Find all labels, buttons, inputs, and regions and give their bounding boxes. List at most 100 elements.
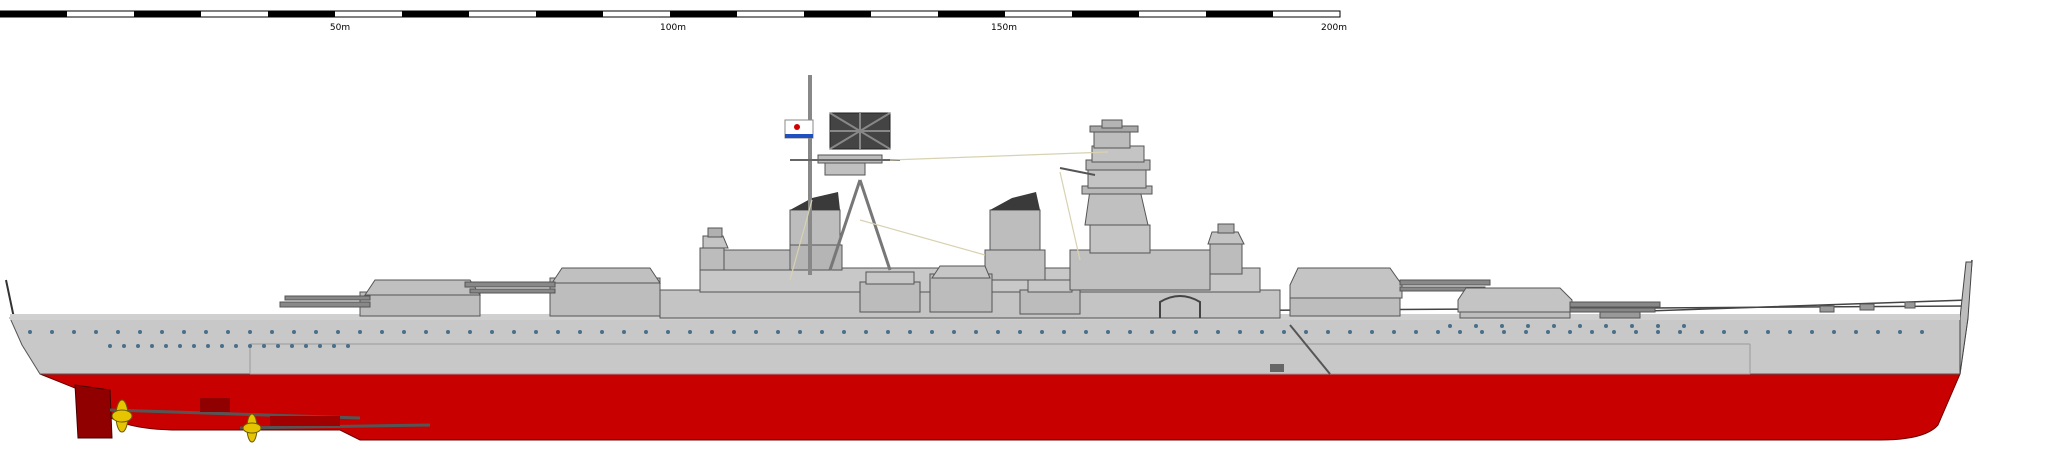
porthole	[248, 344, 252, 348]
porthole	[1326, 330, 1330, 334]
porthole	[1414, 330, 1418, 334]
porthole	[1370, 330, 1374, 334]
scale-label-50m: 50m	[330, 23, 350, 33]
porthole	[1876, 330, 1880, 334]
barbette	[549, 277, 661, 317]
porthole	[160, 330, 164, 334]
porthole	[292, 330, 296, 334]
porthole	[1810, 330, 1814, 334]
fwd-secondary-director	[1207, 223, 1245, 275]
porthole	[490, 330, 494, 334]
gun-barrel	[284, 295, 371, 301]
scale-segment	[938, 11, 1005, 17]
porthole	[1552, 324, 1556, 328]
porthole	[220, 344, 224, 348]
porthole	[930, 330, 934, 334]
porthole	[192, 344, 196, 348]
porthole	[1348, 330, 1352, 334]
porthole	[1458, 330, 1462, 334]
porthole	[1604, 324, 1608, 328]
porthole	[358, 330, 362, 334]
porthole	[1630, 324, 1634, 328]
porthole	[138, 330, 142, 334]
turret-fwd-b	[1289, 267, 1491, 317]
shaft-bracket-2	[270, 416, 340, 426]
porthole	[688, 330, 692, 334]
scale-segment	[268, 11, 335, 17]
propeller-icon	[111, 399, 133, 433]
porthole	[108, 344, 112, 348]
porthole	[1612, 330, 1616, 334]
barbette	[359, 291, 481, 317]
porthole	[468, 330, 472, 334]
porthole	[622, 330, 626, 334]
porthole	[1568, 330, 1572, 334]
rigging	[789, 151, 1109, 281]
porthole	[1656, 324, 1660, 328]
porthole	[864, 330, 868, 334]
porthole	[290, 344, 294, 348]
funnel-fwd-cap	[990, 192, 1040, 210]
gun-barrel	[1399, 279, 1491, 286]
bridge-tower	[1059, 119, 1211, 291]
turret-house	[1457, 287, 1573, 313]
aft-director-tower	[699, 247, 725, 271]
porthole	[446, 330, 450, 334]
porthole	[1634, 330, 1638, 334]
porthole	[164, 344, 168, 348]
porthole	[1500, 324, 1504, 328]
porthole	[1590, 330, 1594, 334]
porthole	[332, 344, 336, 348]
porthole	[28, 330, 32, 334]
anchor-chain	[1289, 324, 1331, 375]
porthole	[178, 344, 182, 348]
hull	[5, 259, 1973, 441]
porthole	[1062, 330, 1066, 334]
porthole	[1172, 330, 1176, 334]
porthole	[50, 330, 54, 334]
portholes	[28, 324, 1924, 348]
porthole	[1502, 330, 1506, 334]
naval-ensign-icon	[784, 119, 814, 139]
porthole	[1392, 330, 1396, 334]
shaft-bracket	[200, 398, 230, 412]
porthole	[1448, 324, 1452, 328]
main-director	[1093, 129, 1131, 149]
scale-segment	[670, 11, 737, 17]
porthole	[304, 344, 308, 348]
porthole	[1128, 330, 1132, 334]
porthole	[1722, 330, 1726, 334]
armor-belt	[249, 343, 1751, 375]
porthole	[578, 330, 582, 334]
porthole	[1018, 330, 1022, 334]
porthole	[346, 344, 350, 348]
scale-label-100m: 100m	[660, 23, 686, 33]
porthole	[1194, 330, 1198, 334]
porthole	[952, 330, 956, 334]
porthole	[1524, 330, 1528, 334]
porthole	[424, 330, 428, 334]
bow-stem	[1959, 261, 1973, 375]
scale-segment	[536, 11, 603, 17]
superstructure	[659, 75, 1281, 319]
porthole	[380, 330, 384, 334]
porthole	[776, 330, 780, 334]
porthole	[204, 330, 208, 334]
scale-segment	[1072, 11, 1139, 17]
underwater-hull	[39, 373, 1961, 441]
porthole	[1304, 330, 1308, 334]
porthole	[1260, 330, 1264, 334]
turret-house	[551, 267, 661, 284]
porthole	[798, 330, 802, 334]
scale-segment	[1206, 11, 1273, 17]
porthole	[182, 330, 186, 334]
secondary-turret	[859, 271, 921, 313]
porthole	[1150, 330, 1154, 334]
porthole	[1480, 330, 1484, 334]
porthole	[402, 330, 406, 334]
stern-gear	[74, 384, 431, 443]
bow-sheer	[1619, 259, 1973, 313]
turret-aft-y	[464, 267, 661, 317]
porthole	[1920, 330, 1924, 334]
